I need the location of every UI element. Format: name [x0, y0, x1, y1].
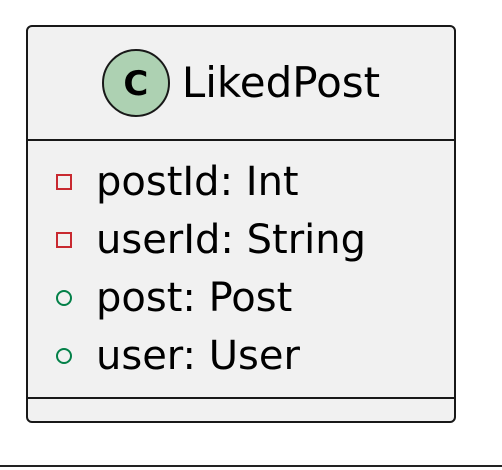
header-divider — [28, 139, 454, 141]
public-visibility-icon — [56, 290, 72, 306]
private-visibility-icon — [56, 232, 72, 248]
class-box-likedpost: C LikedPost postId: Int userId: String p… — [26, 25, 456, 423]
attribute-text: postId: Int — [96, 159, 299, 205]
class-name: LikedPost — [181, 58, 381, 107]
attribute-text: post: Post — [96, 275, 293, 321]
class-header: C LikedPost — [28, 27, 454, 139]
attribute-row: user: User — [28, 327, 454, 385]
page-bottom-rule — [0, 465, 502, 467]
attribute-row: userId: String — [28, 211, 454, 269]
class-stereotype-icon: C — [101, 49, 170, 117]
methods-divider — [28, 397, 454, 399]
attribute-text: user: User — [96, 333, 300, 379]
attribute-text: userId: String — [96, 217, 366, 263]
attribute-list: postId: Int userId: String post: Post us… — [28, 153, 454, 385]
attribute-row: postId: Int — [28, 153, 454, 211]
stereotype-letter: C — [123, 64, 149, 104]
private-visibility-icon — [56, 174, 72, 190]
public-visibility-icon — [56, 348, 72, 364]
attribute-row: post: Post — [28, 269, 454, 327]
